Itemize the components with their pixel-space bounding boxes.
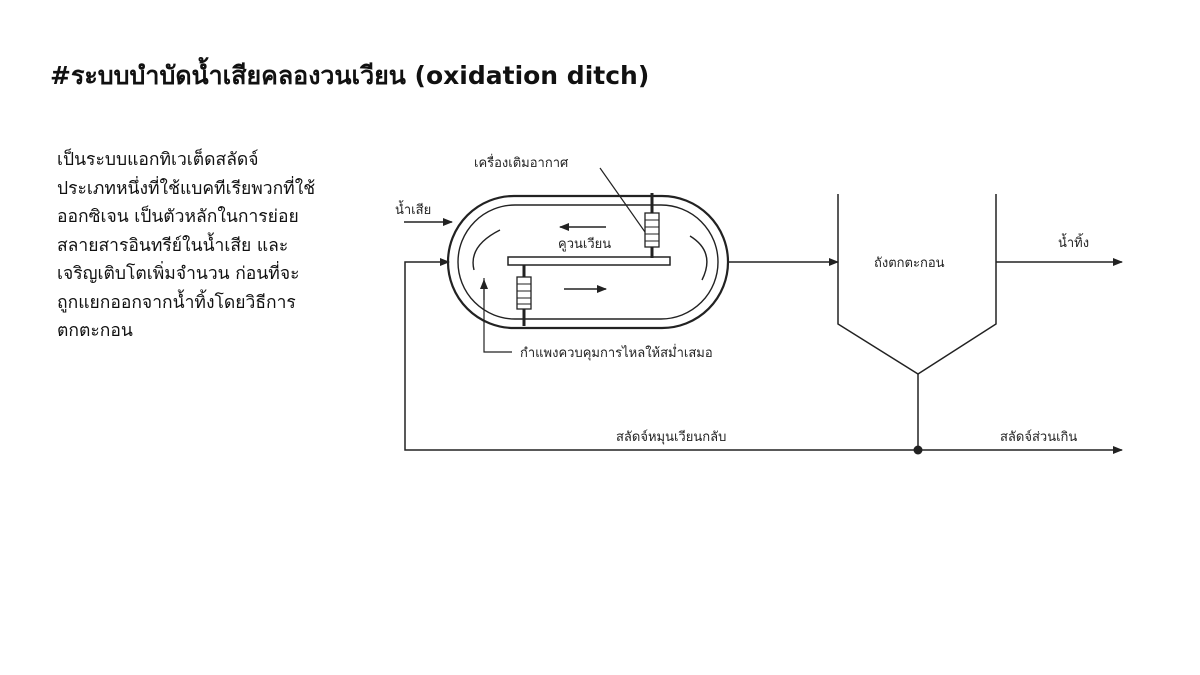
circulation-label: คูวนเวียน: [558, 236, 611, 252]
aerator-label: เครื่องเติมอากาศ: [474, 154, 569, 171]
clarifier-label: ถังตกตะกอน: [874, 256, 945, 271]
return-sludge-line: [404, 258, 918, 451]
description-line: ประเภทหนึ่งที่ใช้แบคทีเรียพวกที่ใช้: [57, 178, 316, 199]
aerator-top: [644, 193, 660, 258]
baffle-leader: [483, 278, 512, 353]
description-line: สลายสารอินทรีย์ในน้ำเสีย และ: [57, 235, 289, 256]
description-line: ออกซิเจน เป็นตัวหลักในการย่อย: [57, 207, 299, 227]
return-sludge-label: สลัดจ์หมุนเวียนกลับ: [616, 429, 726, 445]
baffle-wall: [507, 256, 671, 266]
description-line: ถูกแยกออกจากน้ำทิ้งโดยวิธีการ: [57, 292, 296, 313]
description-line: เป็นระบบแอกทิเวเต็ดสลัดจ์: [57, 150, 259, 170]
circulation-curves: [472, 229, 708, 281]
aerator-leader: [599, 167, 646, 233]
excess-sludge-label: สลัดจ์ส่วนเกิน: [1000, 429, 1077, 445]
baffle-label: กำแพงควบคุมการไหลให้สม่ำเสมอ: [520, 344, 713, 361]
description-line: ตกตะกอน: [57, 321, 133, 341]
clarifier-tank: [837, 194, 997, 375]
aerator-bottom: [516, 265, 532, 326]
slide-title: #ระบบบำบัดน้ำเสียคลองวนเวียน (oxidation …: [50, 61, 650, 90]
description-line: เจริญเติบโตเพิ่มจำนวน ก่อนที่จะ: [57, 264, 300, 284]
effluent-label: น้ำทิ้ง: [1058, 233, 1089, 251]
influent-label: น้ำเสีย: [395, 200, 431, 218]
description-text: เป็นระบบแอกทิเวเต็ดสลัดจ์ ประเภทหนึ่งที่…: [57, 146, 377, 346]
